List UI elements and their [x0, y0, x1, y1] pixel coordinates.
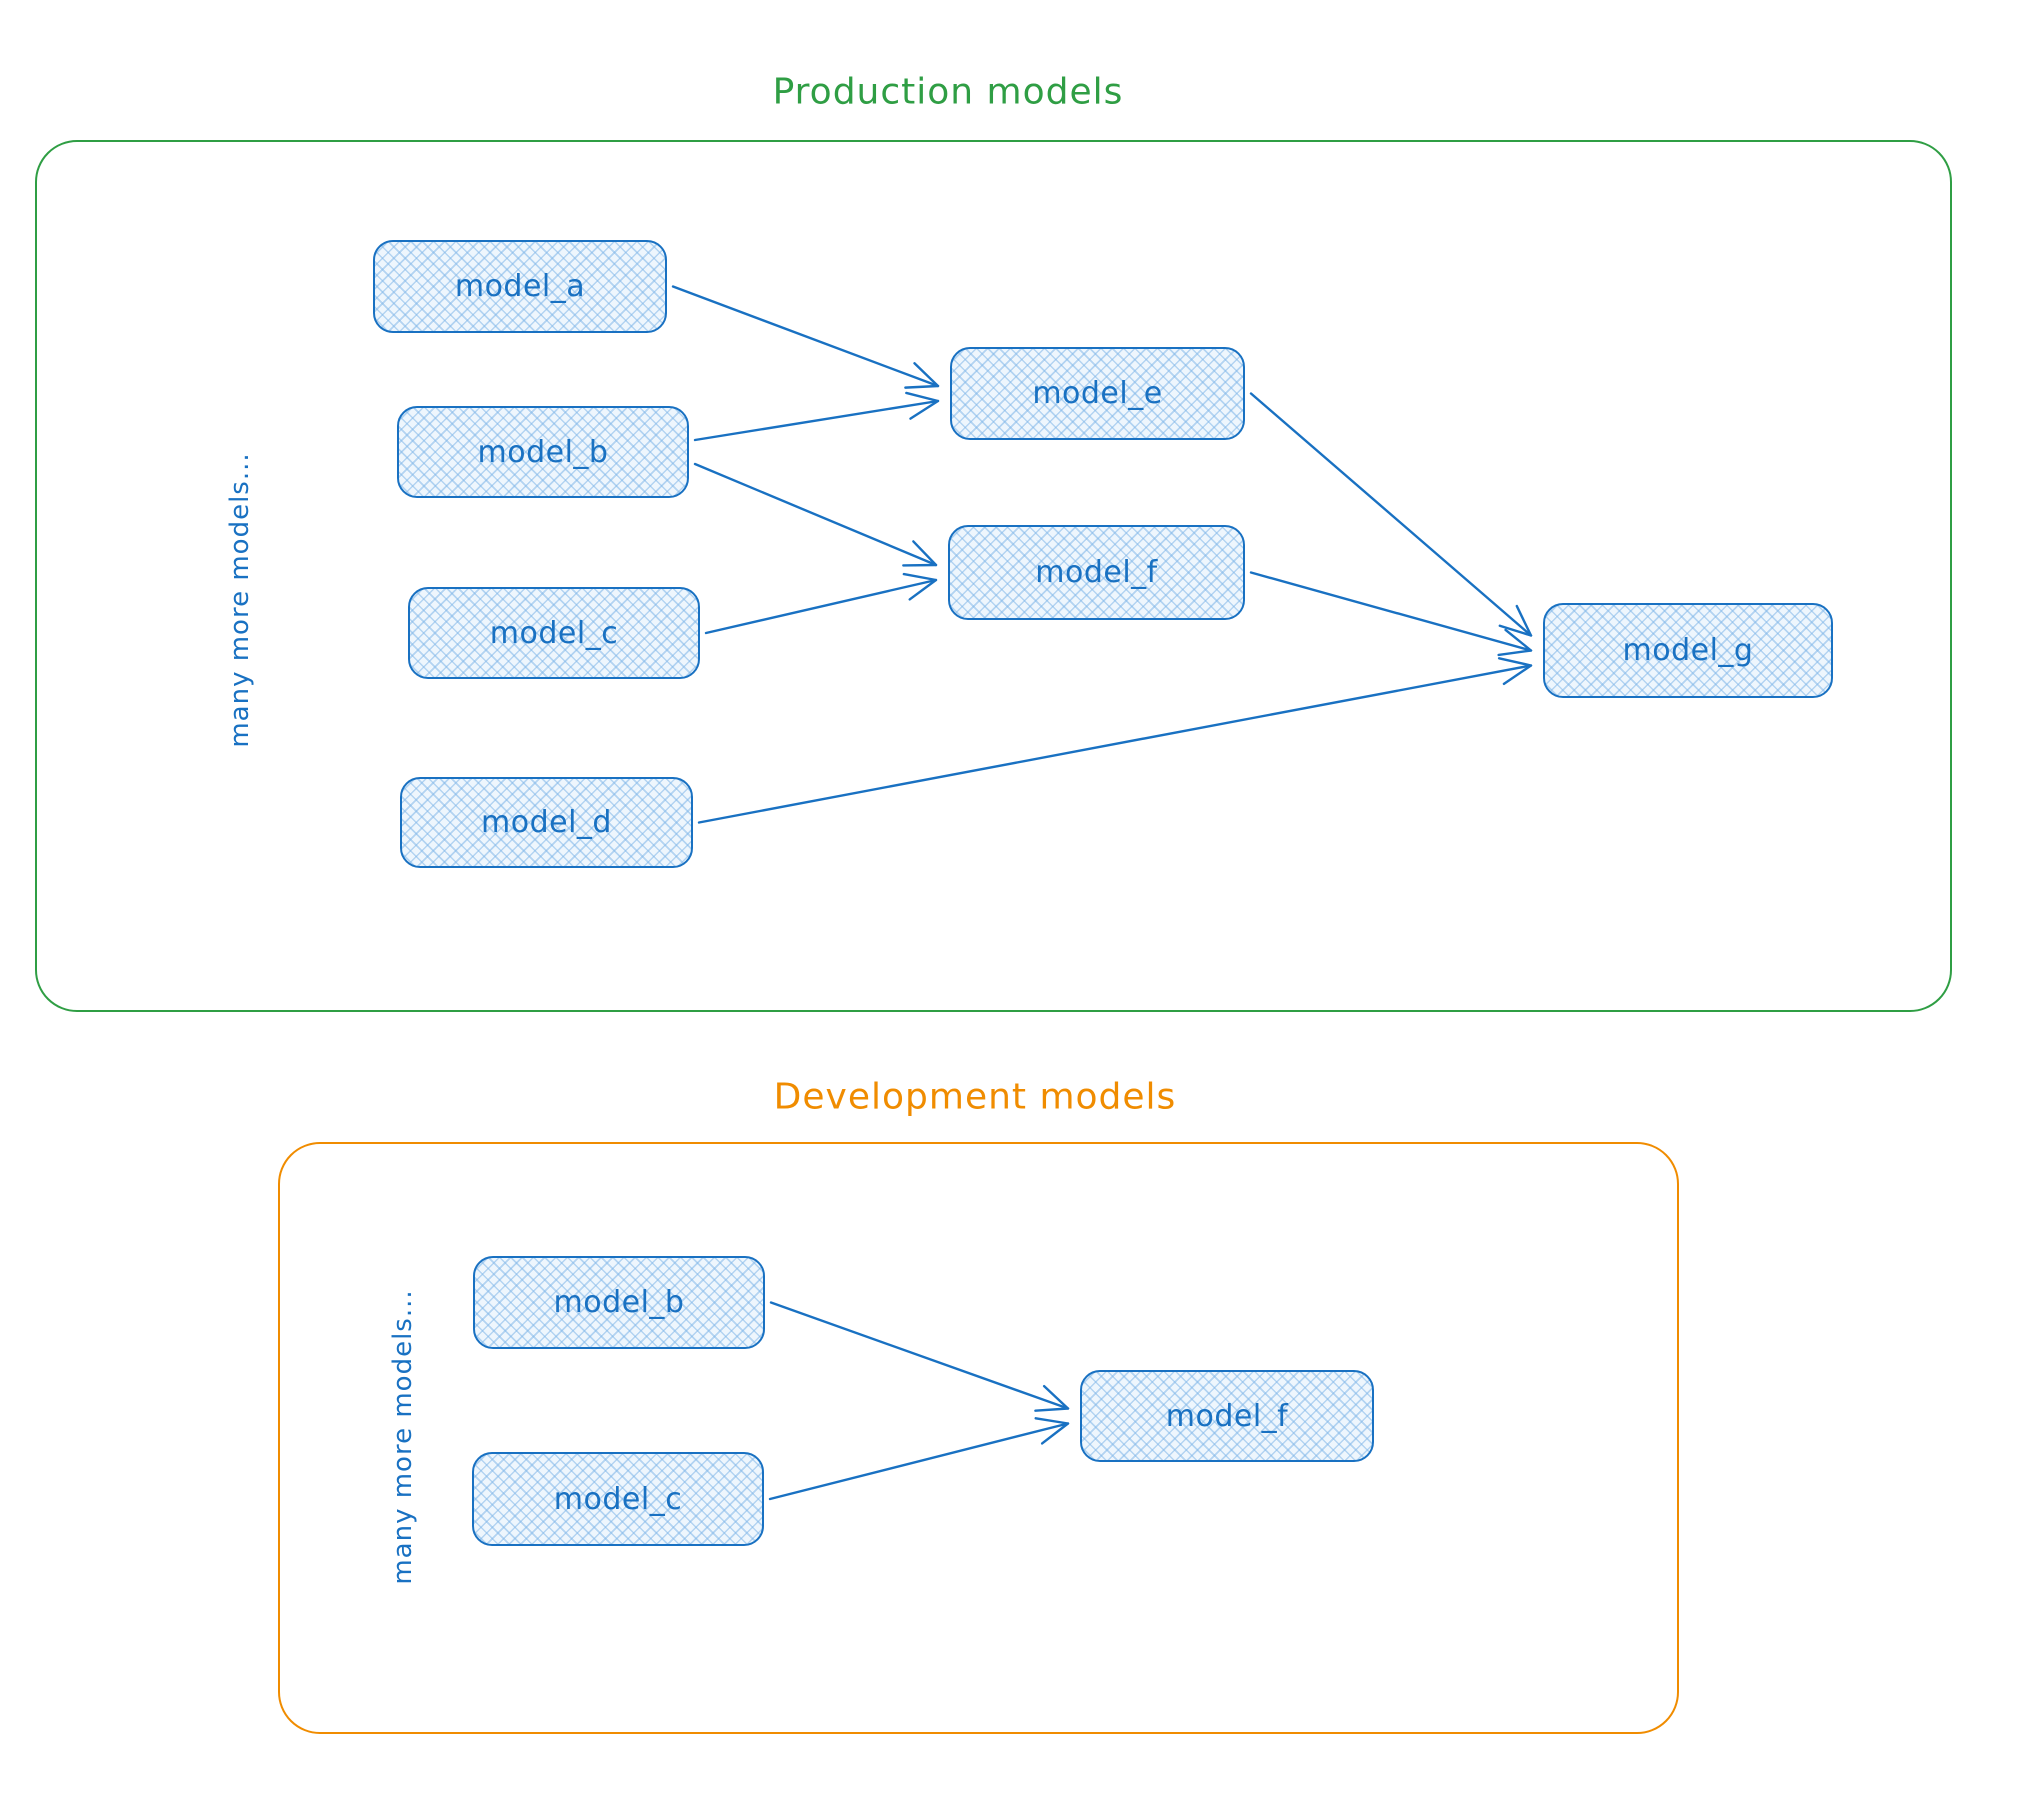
- node-model-c-production: model_c: [408, 587, 700, 679]
- node-model-c-development: model_c: [472, 1452, 764, 1546]
- node-model-a-production: model_a: [373, 240, 667, 333]
- node-label: model_c: [553, 1481, 683, 1517]
- node-model-d-production: model_d: [400, 777, 693, 868]
- development-title: Development models: [773, 1076, 1177, 1118]
- node-model-f-development: model_f: [1080, 1370, 1374, 1462]
- node-label: model_g: [1622, 633, 1754, 668]
- node-label: model_e: [1032, 376, 1163, 411]
- development-side-label: many more models...: [388, 1289, 418, 1585]
- production-frame: [35, 140, 1952, 1012]
- production-side-label: many more models...: [225, 452, 255, 748]
- node-model-g-production: model_g: [1543, 603, 1833, 698]
- node-label: model_f: [1165, 1398, 1289, 1434]
- production-title: Production models: [772, 71, 1124, 113]
- node-model-e-production: model_e: [950, 347, 1245, 440]
- node-label: model_c: [489, 615, 619, 651]
- node-label: model_d: [481, 805, 612, 840]
- development-frame: [278, 1142, 1679, 1734]
- node-model-b-development: model_b: [473, 1256, 765, 1349]
- node-label: model_b: [553, 1285, 685, 1320]
- node-label: model_b: [477, 434, 609, 470]
- node-model-f-production: model_f: [948, 525, 1245, 620]
- node-label: model_a: [454, 269, 586, 304]
- node-model-b-production: model_b: [397, 406, 689, 498]
- node-label: model_f: [1035, 555, 1158, 590]
